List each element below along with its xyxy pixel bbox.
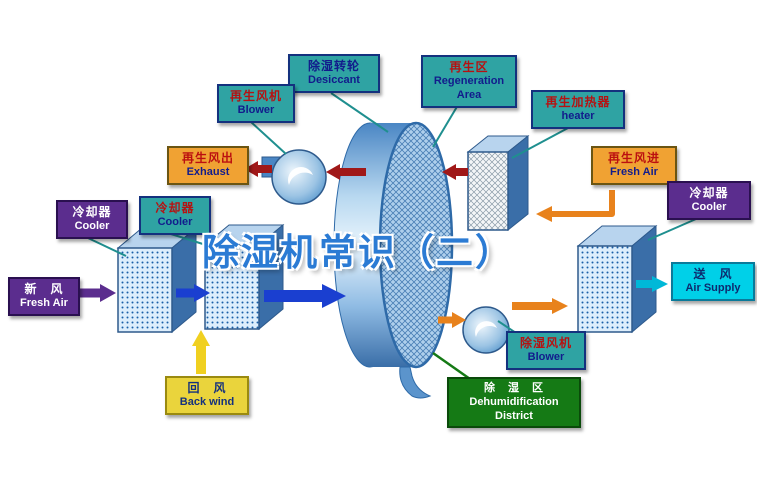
cooler-right-box [576, 224, 658, 334]
label-regen-heater-zh: 再生加热器 [545, 95, 611, 109]
label-cooler-mid-zh: 冷却器 [155, 201, 195, 215]
label-dehumid-district-en2: District [495, 409, 533, 422]
arrow-blower-to-exhaust [244, 161, 272, 177]
arrow-cooler-to-wheel [264, 284, 346, 308]
label-regen-freshair-en: Fresh Air [610, 166, 658, 178]
wheel-curl [399, 366, 432, 399]
label-freshair-zh: 新 风 [24, 282, 64, 296]
label-regen-fresh-air: 再生风进 Fresh Air [591, 146, 677, 185]
connector-lines [87, 92, 697, 381]
label-backwind-en: Back wind [179, 396, 235, 408]
arrow-heater-to-wheel [442, 164, 468, 180]
label-cooler-mid-en: Cooler [157, 216, 193, 228]
label-cooler-right: 冷却器 Cooler [667, 181, 751, 220]
label-dehumid-blower-en: Blower [527, 351, 565, 363]
label-regen-area-en: Regeneration Area [433, 75, 505, 101]
label-dehumid-district-zh: 除 湿 区 [484, 382, 544, 394]
label-desiccant-wheel: 除湿转轮 Desiccant [288, 54, 380, 93]
arrow-wheel-to-dehumid-blower [438, 312, 466, 328]
label-cooler-left-en: Cooler [74, 220, 110, 232]
label-dehumid-district-en1: Dehumidification [469, 395, 559, 408]
label-desiccant-zh: 除湿转轮 [307, 59, 360, 73]
label-regen-freshair-zh: 再生风进 [607, 151, 660, 165]
label-cooler-right-en: Cooler [691, 201, 727, 213]
arrow-blower-to-right-cooler [512, 298, 568, 314]
label-cooler-right-zh: 冷却器 [689, 186, 729, 200]
label-regen-heater-en: heater [561, 110, 595, 122]
label-exhaust-zh: 再生风出 [181, 151, 234, 165]
label-regen-area-zh: 再生区 [449, 60, 489, 74]
label-cooler-left-zh: 冷却器 [72, 205, 112, 219]
label-freshair-en: Fresh Air [20, 297, 68, 309]
label-airsupply-en: Air Supply [685, 282, 741, 294]
label-regen-blower-zh: 再生风机 [229, 89, 282, 103]
regen-blower-fan [261, 149, 327, 205]
label-cooler-left: 冷却器 Cooler [56, 200, 128, 239]
arrow-regen-freshair-to-heater [536, 190, 615, 222]
label-back-wind: 回 风 Back wind [165, 376, 249, 415]
page-title: 除湿机常识（二） [202, 232, 514, 273]
label-backwind-zh: 回 风 [187, 381, 227, 395]
arrow-backwind-up [192, 330, 210, 374]
label-regen-blower: 再生风机 Blower [217, 84, 295, 123]
label-cooler-mid: 冷却器 Cooler [139, 196, 211, 235]
arrow-freshair-into-cooler [78, 284, 116, 302]
label-dehumid-blower-zh: 除湿风机 [519, 336, 572, 350]
label-air-supply: 送 风 Air Supply [671, 262, 755, 301]
label-dehumidification-district: 除 湿 区 Dehumidification District [447, 377, 581, 429]
heater-box [466, 134, 530, 232]
arrow-between-coolers [176, 284, 210, 302]
fan-swirl-icon [287, 166, 313, 185]
cooler-left-box [116, 226, 198, 334]
label-airsupply-zh: 送 风 [693, 267, 733, 281]
label-exhaust-en: Exhaust [186, 166, 230, 178]
label-regeneration-area: 再生区 Regeneration Area [421, 55, 517, 108]
arrow-wheel-to-regen-blower [326, 164, 366, 180]
dehumid-blower-fan [462, 306, 510, 354]
cooler-mid-box [203, 223, 285, 331]
arrow-cooler-to-air-supply [636, 276, 668, 292]
label-dehumid-blower: 除湿风机 Blower [506, 331, 586, 370]
label-desiccant-en: Desiccant [308, 74, 360, 86]
label-regen-heater: 再生加热器 heater [531, 90, 625, 129]
label-exhaust: 再生风出 Exhaust [167, 146, 249, 185]
desiccant-wheel [333, 121, 454, 399]
fan-swirl-icon [475, 321, 497, 337]
label-regen-blower-en: Blower [237, 104, 275, 116]
label-fresh-air: 新 风 Fresh Air [8, 277, 80, 316]
